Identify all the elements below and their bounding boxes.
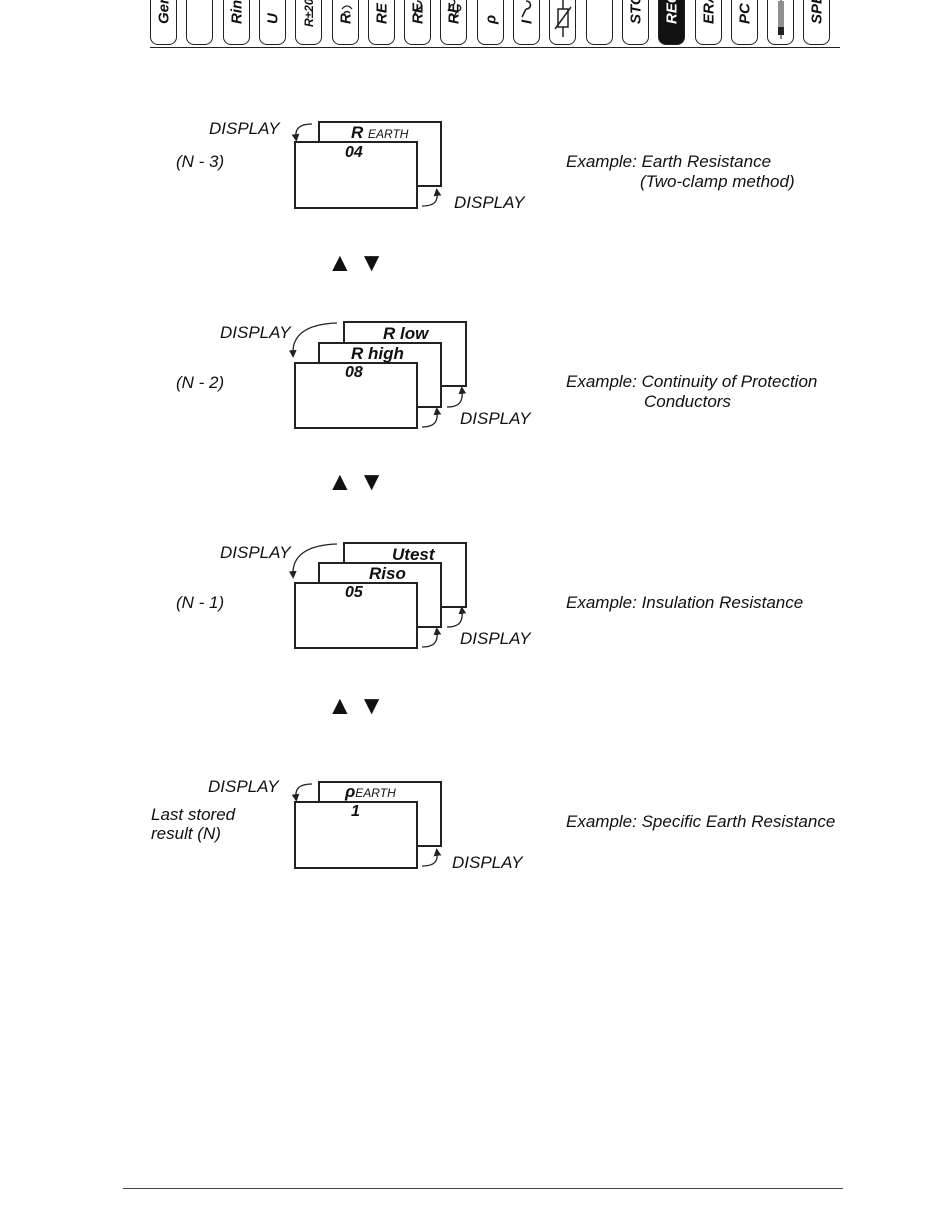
example-text: (Two-clamp method): [640, 172, 795, 191]
screen-title: Riso: [369, 564, 406, 583]
example-text: Example: Continuity of Protection: [566, 372, 818, 391]
tab-pc[interactable]: PC: [731, 0, 758, 45]
tab-re[interactable]: RE: [368, 0, 395, 45]
tab-stor[interactable]: STOR: [622, 0, 649, 45]
tab-strip-baseline: [150, 47, 840, 48]
screen-title: R EARTH: [351, 123, 409, 142]
tab-blank-probe[interactable]: [767, 0, 794, 45]
example-text: Example: Specific Earth Resistance: [566, 812, 836, 831]
display-curve-icon: [446, 386, 467, 408]
display-label: DISPLAY: [220, 543, 291, 562]
tab-i-clamp[interactable]: I: [513, 0, 540, 45]
tab-u[interactable]: U: [259, 0, 286, 45]
tab--[interactable]: ρ: [477, 0, 504, 45]
screen-front: [294, 141, 418, 209]
display-curve-icon: [421, 848, 442, 867]
example-text: Example: Insulation Resistance: [566, 593, 804, 612]
up-down-arrows-icon: ▲▼: [327, 247, 391, 277]
tab-r-wave[interactable]: R: [332, 0, 359, 45]
display-curve-icon: [288, 322, 338, 358]
display-curve-icon: [421, 407, 442, 428]
display-curve-icon: [421, 188, 442, 207]
screen-title: ρEARTH: [345, 782, 396, 801]
entry-index: (N - 2): [176, 373, 225, 392]
entry-index: (N - 1): [176, 593, 225, 612]
tab-blank[interactable]: [586, 0, 613, 45]
display-label: DISPLAY: [460, 409, 531, 428]
double-clamp-icon: [447, 0, 462, 18]
tab-gen-i[interactable]: Gen i: [150, 0, 177, 45]
display-curve-icon: [446, 606, 467, 628]
clamp-icon: [521, 0, 532, 18]
display-curve-icon: [288, 543, 338, 579]
display-label: DISPLAY: [452, 853, 523, 872]
display-label: DISPLAY: [220, 323, 291, 342]
tab-blank[interactable]: [186, 0, 213, 45]
display-curve-icon: [291, 123, 313, 142]
entry-index: result (N): [151, 824, 221, 843]
result-number: 08: [345, 364, 363, 381]
screen-title-back: Utest: [392, 545, 435, 564]
clamp-icon: [412, 0, 423, 18]
display-curve-icon: [291, 783, 313, 802]
wave-icon: [341, 5, 353, 14]
display-label: DISPLAY: [460, 629, 531, 648]
result-number: 04: [345, 144, 363, 161]
tab-blank-varistor[interactable]: [549, 0, 576, 45]
tab-eras[interactable]: ERAS: [695, 0, 722, 45]
footer-rule: [123, 1188, 843, 1189]
tab-re-clamp[interactable]: RE: [404, 0, 431, 45]
probe-icon: [778, 0, 784, 39]
display-label: DISPLAY: [454, 193, 525, 212]
up-down-arrows-icon: ▲▼: [327, 690, 391, 720]
up-down-arrows-icon: ▲▼: [327, 466, 391, 496]
screen-front: [294, 362, 418, 429]
example-text: Conductors: [644, 392, 731, 411]
varistor-icon: [554, 0, 572, 37]
result-number: 1: [351, 803, 360, 820]
screen-title-back: R low: [383, 324, 429, 343]
screen-front: [294, 582, 418, 649]
tab-recal[interactable]: RECAL: [658, 0, 685, 45]
tab-spec[interactable]: SPEC: [803, 0, 830, 45]
entry-index: Last stored: [151, 805, 236, 824]
display-label: DISPLAY: [208, 777, 279, 796]
example-text: Example: Earth Resistance: [566, 152, 772, 171]
tab-r-200m[interactable]: R±200m: [295, 0, 322, 45]
tab-re-double-clamp[interactable]: RE: [440, 0, 467, 45]
tab-rins[interactable]: Rins: [223, 0, 250, 45]
entry-index: (N - 3): [176, 152, 225, 171]
result-number: 05: [345, 584, 363, 601]
screen-front: [294, 801, 418, 869]
function-tab-strip: Gen iRinsUR±200mRREREREρISTORRECALERASPC…: [150, 0, 840, 48]
screen-title: R high: [351, 344, 404, 363]
display-curve-icon: [421, 627, 442, 648]
display-label: DISPLAY: [209, 119, 280, 138]
